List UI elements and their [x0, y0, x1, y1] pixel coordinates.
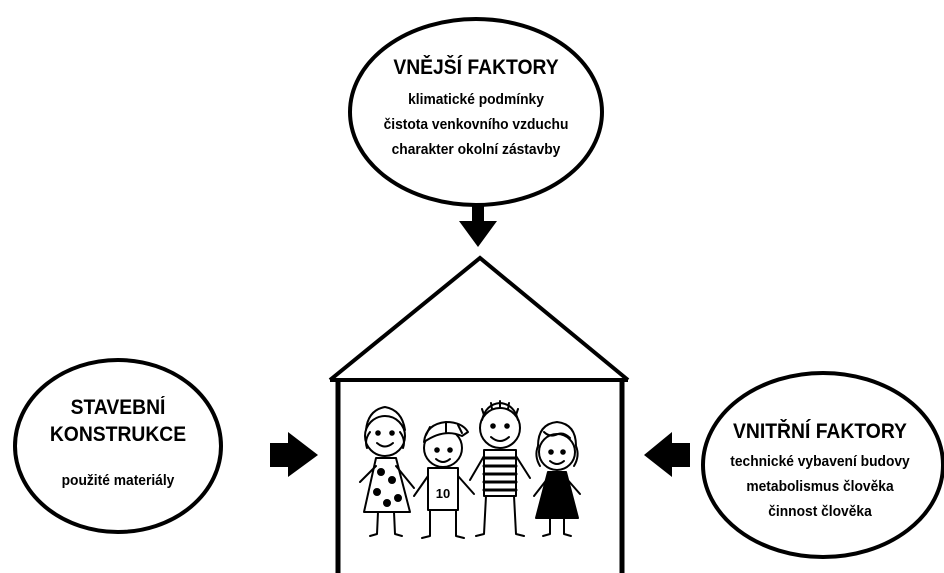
internal-factor-item: metabolismus člověka	[746, 478, 894, 495]
children-drawing	[359, 400, 581, 539]
internal-factors-ellipse	[701, 371, 944, 559]
shirt-number: 10	[436, 486, 450, 501]
external-factor-item: charakter okolní zástavby	[391, 141, 561, 158]
external-factor-item: čistota venkovního vzduchu	[383, 116, 569, 133]
child-girl-dotted-dress	[359, 406, 415, 537]
house	[328, 255, 630, 573]
child-boy-striped	[469, 400, 531, 537]
external-factors-text: VNĚJŠÍ FAKTORY klimatické podmínky čisto…	[369, 54, 582, 162]
internal-factor-item: technické vybavení budovy	[730, 453, 910, 470]
arrow-left-icon	[644, 432, 690, 477]
internal-factors-text: VNITŘNÍ FAKTORY technické vybavení budov…	[710, 418, 931, 524]
building-construction-title-line1: STAVEBNÍ	[70, 396, 166, 419]
internal-factor-item: činnost člověka	[768, 503, 872, 520]
building-construction-ellipse	[13, 358, 223, 534]
building-construction-text: STAVEBNÍ KONSTRUKCE použité materiály	[28, 394, 208, 493]
child-girl-dark-dress	[533, 421, 581, 537]
internal-factors-title: VNITŘNÍ FAKTORY	[733, 420, 907, 443]
arrow-down-icon	[459, 205, 497, 247]
arrow-right-icon	[270, 432, 318, 477]
external-factor-item: klimatické podmínky	[408, 91, 544, 108]
building-construction-title-line2: KONSTRUKCE	[49, 423, 187, 446]
external-factors-title: VNĚJŠÍ FAKTORY	[393, 56, 559, 79]
building-construction-item: použité materiály	[61, 472, 175, 489]
child-boy-cap	[413, 421, 475, 539]
house-roof	[328, 255, 630, 382]
